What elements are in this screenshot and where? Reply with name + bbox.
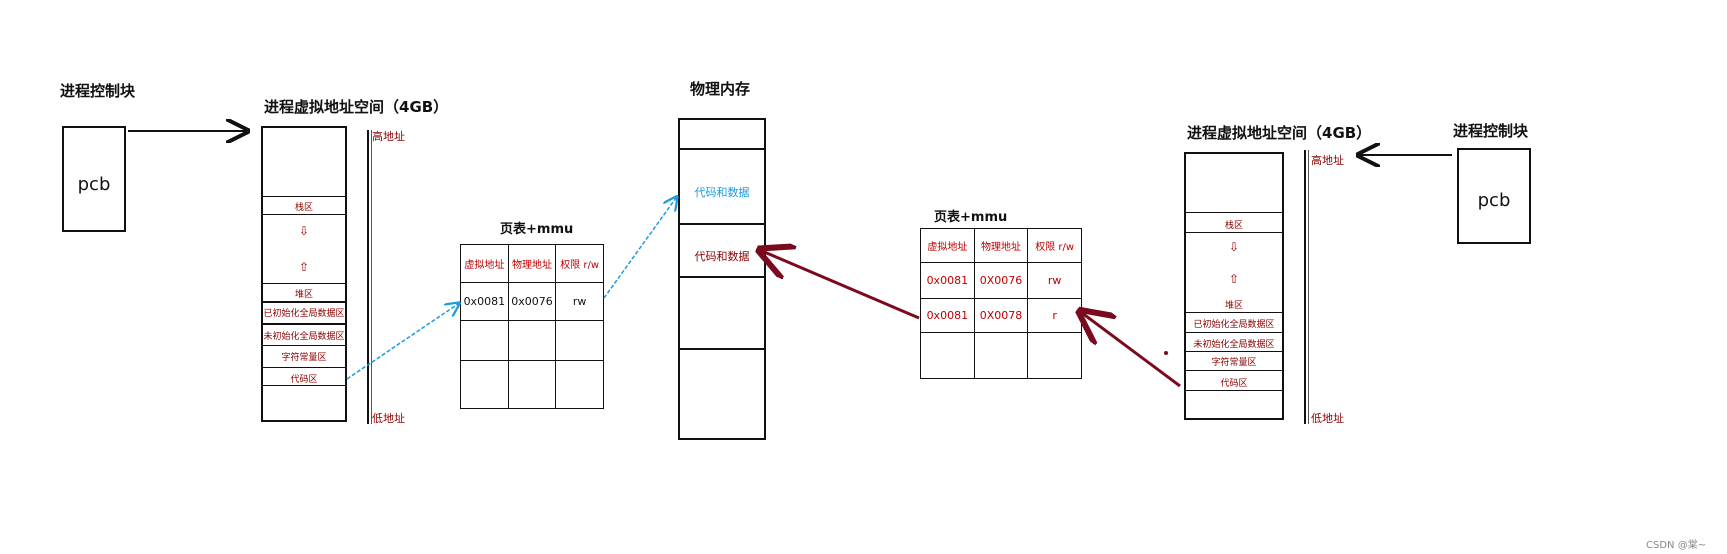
memory-divider <box>680 348 764 350</box>
left-pt-cell <box>460 320 509 361</box>
left-pt-cell: rw <box>555 282 604 321</box>
table-row <box>460 360 604 409</box>
right-seg-stack: 栈区 <box>1224 221 1243 231</box>
table-row: 0x0081 0X0078 r <box>920 298 1082 333</box>
left-seg-divider <box>263 196 345 197</box>
right-pt-cell: 0x0081 <box>920 298 975 333</box>
left-seg-uninit-data: 未初始化全局数据区 <box>263 332 345 342</box>
left-pt-cell <box>507 320 557 361</box>
left-seg-divider <box>263 214 345 215</box>
right-stack-grow-icon: ⇩ <box>1228 240 1240 254</box>
right-seg-divider <box>1186 370 1282 371</box>
left-seg-divider <box>263 283 345 284</box>
left-pt-cell <box>555 360 604 409</box>
left-pt-cell: 0x0076 <box>507 282 557 321</box>
left-heap-grow-icon: ⇧ <box>298 260 310 274</box>
right-seg-divider <box>1186 351 1282 352</box>
right-pcb-label: pcb <box>1477 190 1511 211</box>
left-pcb-title: 进程控制块 <box>60 82 136 100</box>
left-seg-init-data: 已初始化全局数据区 <box>263 309 345 319</box>
left-pt-header-vaddr: 虚拟地址 <box>460 244 509 283</box>
left-pt-cell: 0x0081 <box>460 282 509 321</box>
right-pt-header-vaddr: 虚拟地址 <box>920 228 975 263</box>
right-seg-divider <box>1186 332 1282 333</box>
left-vas-box: 栈区 ⇩ ⇧ 堆区 已初始化全局数据区 未初始化全局数据区 字符常量区 代码区 <box>261 126 347 422</box>
memory-block-1: 代码和数据 <box>694 186 750 199</box>
left-pt-header-perm: 权限 r/w <box>555 244 604 283</box>
table-row: 0x0081 0X0076 rw <box>920 262 1082 299</box>
watermark: CSDN @棠~ <box>1646 540 1707 551</box>
left-pt-cell <box>555 320 604 361</box>
right-vas-box: 栈区 ⇩ ⇧ 堆区 已初始化全局数据区 未初始化全局数据区 字符常量区 代码区 <box>1184 152 1284 420</box>
right-seg-init-data: 已初始化全局数据区 <box>1193 320 1275 330</box>
pagetable-to-memory-arrow <box>603 198 676 299</box>
left-seg-divider <box>263 345 345 346</box>
right-pcb-title: 进程控制块 <box>1453 122 1529 140</box>
table-row: 0x0081 0x0076 rw <box>460 282 604 321</box>
right-pt-cell <box>920 332 975 379</box>
right-seg-divider <box>1186 232 1282 233</box>
memory-divider <box>680 148 764 150</box>
right-vas-title: 进程虚拟地址空间（4GB） <box>1187 124 1372 142</box>
memory-title: 物理内存 <box>690 80 751 98</box>
right-pcb-box: pcb <box>1457 148 1531 244</box>
right-seg-divider <box>1186 212 1282 213</box>
right-seg-heap: 堆区 <box>1224 301 1243 311</box>
right-heap-grow-icon: ⇧ <box>1228 272 1240 286</box>
left-vas-title: 进程虚拟地址空间（4GB） <box>264 98 449 116</box>
memory-divider <box>680 276 764 278</box>
left-seg-code: 代码区 <box>290 375 318 385</box>
stray-mark <box>1164 351 1168 355</box>
left-page-table-title: 页表+mmu <box>500 222 574 237</box>
memory-block-2: 代码和数据 <box>694 250 750 263</box>
left-stack-grow-icon: ⇩ <box>298 224 310 238</box>
left-seg-const: 字符常量区 <box>281 353 327 363</box>
right-seg-divider <box>1186 312 1282 313</box>
right-pt-cell: rw <box>1027 262 1082 299</box>
right-page-table: 虚拟地址 物理地址 权限 r/w 0x0081 0X0076 rw 0x0081… <box>920 228 1082 379</box>
right-code-to-pagetable-arrow <box>1082 313 1181 388</box>
left-high-addr: 高地址 <box>372 130 405 143</box>
left-page-table: 虚拟地址 物理地址 权限 r/w 0x0081 0x0076 rw <box>460 244 604 409</box>
right-page-table-title: 页表+mmu <box>934 210 1008 225</box>
right-seg-const: 字符常量区 <box>1211 358 1257 368</box>
right-seg-code: 代码区 <box>1220 379 1248 389</box>
right-pagetable-to-memory-arrow <box>762 251 920 320</box>
left-seg-stack: 栈区 <box>294 203 313 213</box>
left-seg-divider <box>263 367 345 368</box>
left-code-to-pagetable-arrow <box>346 304 458 380</box>
table-row <box>920 332 1082 379</box>
table-row <box>460 320 604 361</box>
right-pt-header-perm: 权限 r/w <box>1027 228 1082 263</box>
left-low-addr: 低地址 <box>372 412 405 425</box>
left-seg-divider <box>263 323 345 325</box>
left-address-rail <box>367 130 372 424</box>
memory-divider <box>680 223 764 225</box>
left-pcb-label: pcb <box>77 174 111 195</box>
left-seg-heap: 堆区 <box>294 290 313 300</box>
left-pt-cell <box>460 360 509 409</box>
right-seg-uninit-data: 未初始化全局数据区 <box>1193 340 1275 350</box>
left-seg-divider <box>263 301 345 303</box>
right-address-rail <box>1304 150 1309 424</box>
left-pcb-box: pcb <box>62 126 126 232</box>
right-seg-divider <box>1186 390 1282 391</box>
left-seg-divider <box>263 385 345 386</box>
right-high-addr: 高地址 <box>1311 154 1344 167</box>
right-low-addr: 低地址 <box>1311 412 1344 425</box>
